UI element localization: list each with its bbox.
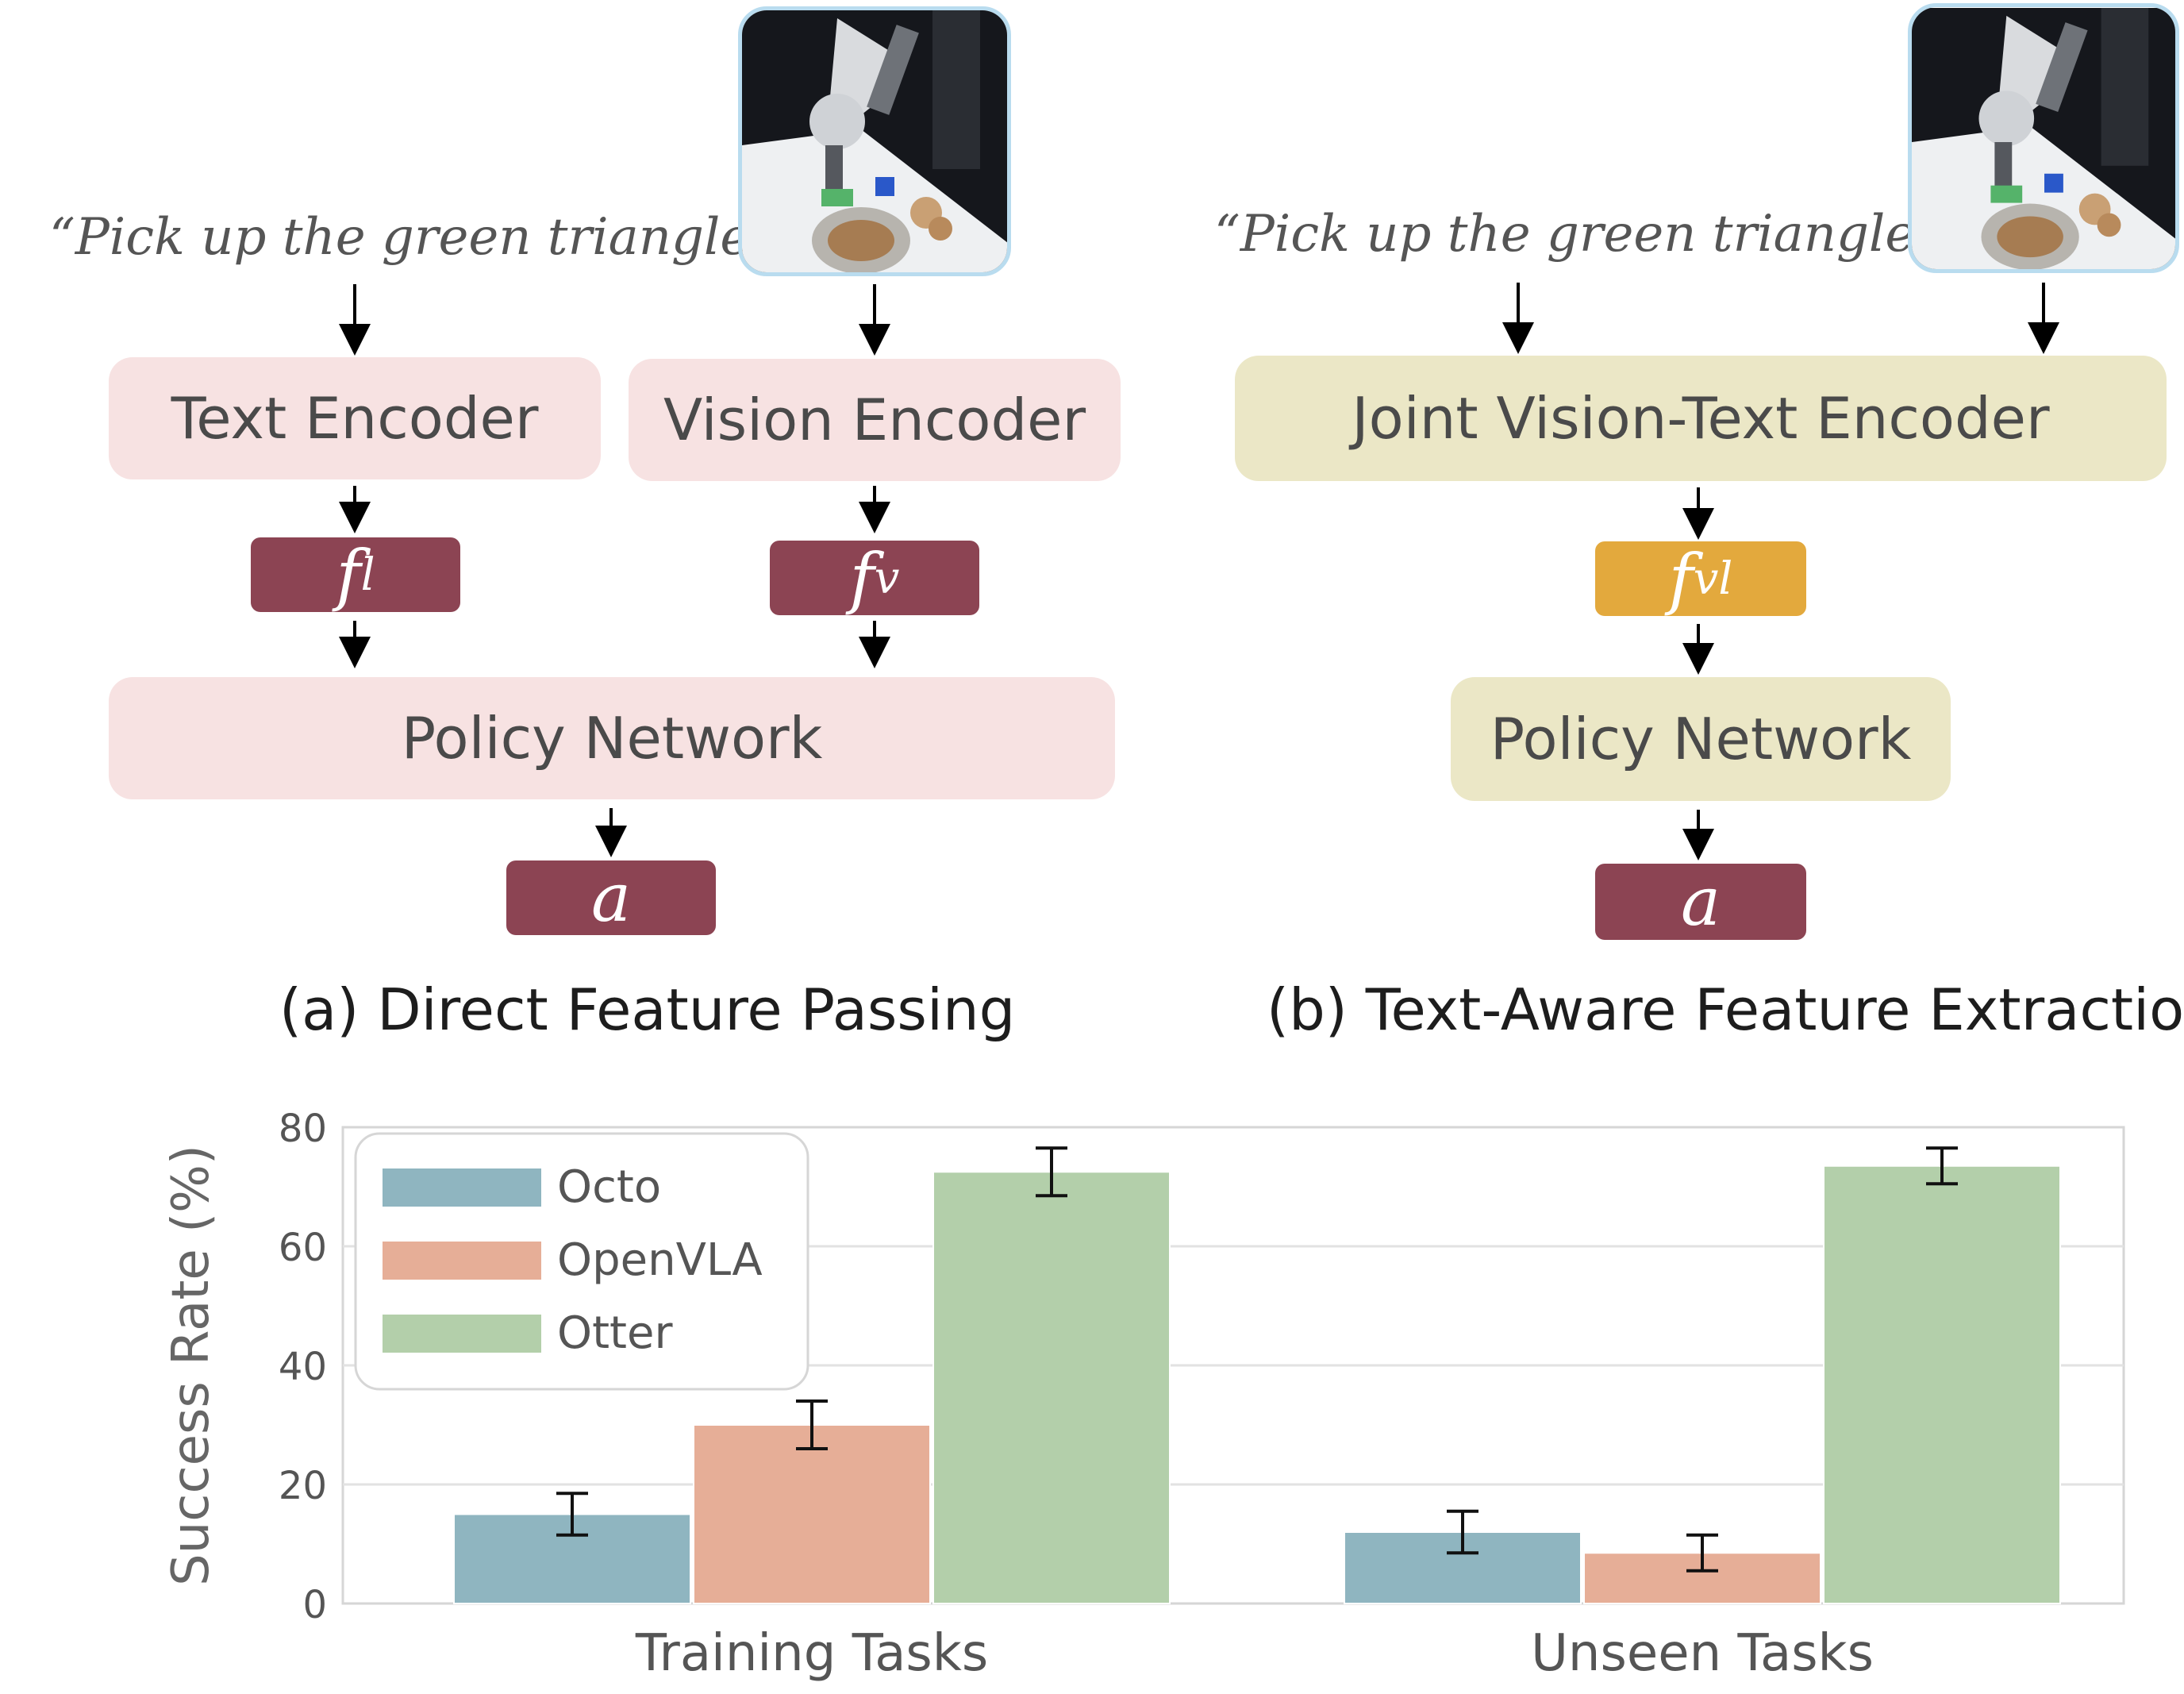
feature-fv-symbol: f — [849, 539, 875, 617]
feature-fv-subscript: v — [874, 552, 900, 604]
caption-a: (a) Direct Feature Passing — [279, 976, 1016, 1043]
legend-label: Otter — [557, 1307, 673, 1359]
diagram-arrows — [339, 283, 2059, 860]
feature-fl-subscript: l — [360, 549, 375, 601]
bar-otter — [932, 1171, 1171, 1604]
feature-fvl-symbol: f — [1668, 540, 1694, 618]
instruction-text-a: “Pick up the green triangle” — [49, 208, 776, 267]
policy-network-box-b: Policy Network — [1451, 677, 1951, 801]
y-tick-label: 40 — [279, 1345, 327, 1389]
robot-scene-image — [742, 10, 1007, 272]
legend-swatch-octo — [383, 1168, 541, 1207]
feature-fvl-subscript: vl — [1693, 552, 1733, 605]
legend-label: OpenVLA — [557, 1234, 763, 1286]
x-tick-label: Training Tasks — [635, 1624, 988, 1683]
y-tick-label: 20 — [279, 1464, 327, 1508]
bar-openvla — [693, 1424, 931, 1604]
y-axis-label: Success Rate (%) — [162, 1145, 221, 1586]
x-tick-label: Unseen Tasks — [1531, 1624, 1874, 1683]
legend-swatch-otter — [383, 1315, 541, 1353]
instruction-text-b: “Pick up the green triangle” — [1214, 205, 1941, 264]
bar-otter — [1823, 1165, 2061, 1604]
y-tick-label: 0 — [302, 1583, 327, 1627]
y-tick-label: 60 — [279, 1226, 327, 1270]
y-tick-label: 80 — [279, 1107, 327, 1151]
legend-swatch-openvla — [383, 1242, 541, 1280]
robot-scene-image — [1912, 7, 2175, 269]
robot-photo-b — [1908, 3, 2179, 273]
vision-encoder-box: Vision Encoder — [629, 359, 1121, 481]
robot-photo-a — [738, 6, 1011, 276]
action-symbol-b: a — [1680, 863, 1721, 941]
action-box-a: a — [506, 859, 716, 937]
feature-fl-symbol: f — [336, 536, 361, 614]
joint-encoder-box: Joint Vision-Text Encoder — [1235, 356, 2167, 481]
action-box-b: a — [1595, 863, 1806, 941]
policy-network-box-a: Policy Network — [109, 677, 1115, 799]
text-encoder-box: Text Encoder — [109, 357, 601, 479]
caption-b: (b) Text-Aware Feature Extraction — [1267, 976, 2184, 1043]
legend-label: Octo — [557, 1161, 661, 1213]
action-symbol-a: a — [590, 859, 632, 937]
